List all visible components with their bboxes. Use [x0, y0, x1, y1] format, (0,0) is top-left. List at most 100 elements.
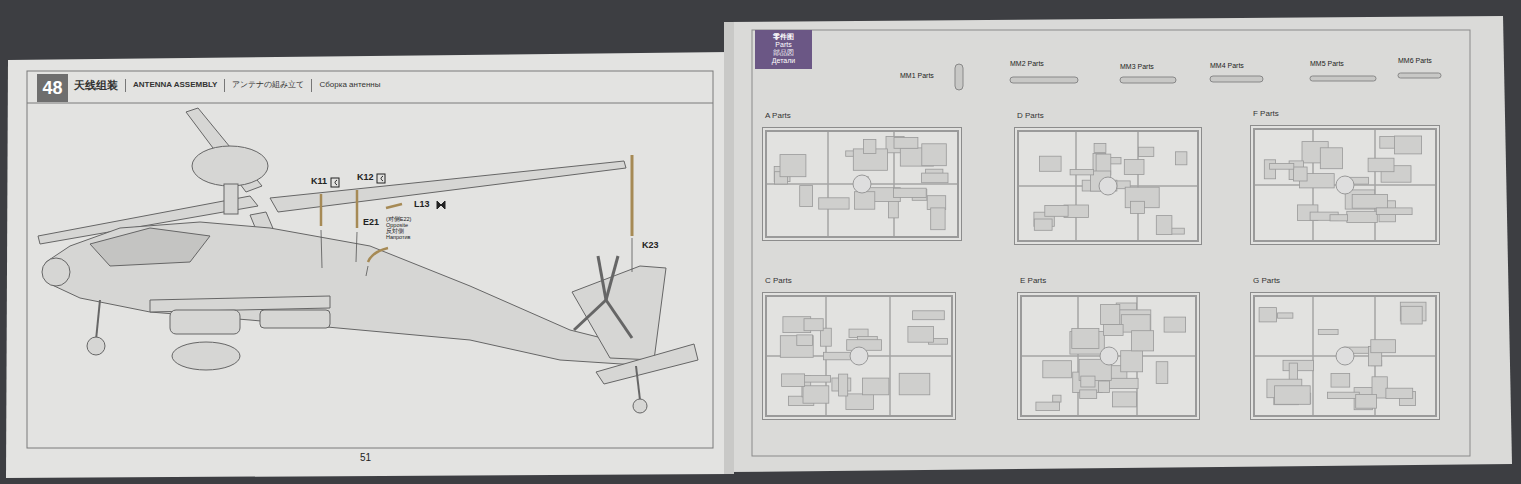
sprue-part — [1156, 216, 1172, 235]
tail-rotor — [606, 256, 618, 300]
plastic-symbol — [381, 176, 383, 181]
sprue-drawing — [763, 293, 955, 419]
bowtie-symbol — [437, 201, 445, 209]
mm-part — [1398, 73, 1441, 78]
main-gear — [96, 300, 100, 340]
part-label: MM4 Parts — [1210, 62, 1244, 70]
sprue-part — [927, 196, 946, 210]
sprue-tag — [850, 347, 868, 365]
opposite-note-line: (对侧E22) — [386, 216, 411, 222]
opposite-note-line: Напротив — [386, 234, 411, 240]
tail-fin — [572, 266, 666, 360]
sprue-frame: C Parts — [762, 292, 956, 420]
part-label: MM1 Parts — [900, 72, 934, 80]
sprue-part — [913, 311, 945, 320]
sprue-part — [863, 139, 876, 153]
sprue-part — [1070, 170, 1094, 175]
sprue-part — [1156, 362, 1168, 384]
sprue-part — [1112, 392, 1136, 407]
sprue-part — [1053, 395, 1061, 402]
sprue-drawing — [1251, 126, 1439, 244]
sprue-heading: G Parts — [1253, 277, 1280, 286]
helicopter-drawing — [38, 108, 698, 413]
tab-text: 部品図 — [759, 49, 808, 57]
nose-sensor — [42, 258, 70, 286]
header-separator — [311, 79, 312, 92]
step-frame — [27, 71, 713, 448]
sprue-part — [803, 376, 830, 383]
sprue-part — [804, 319, 823, 331]
sprue-part — [855, 192, 875, 210]
sprue-part — [1278, 313, 1293, 318]
sprue-part — [1080, 390, 1097, 399]
sprue-frame: F Parts — [1250, 125, 1440, 245]
sprue-part — [1371, 340, 1396, 353]
sprue-part — [1401, 306, 1422, 324]
sprue-part — [1094, 143, 1106, 152]
sprue-part — [1072, 329, 1099, 349]
sprue-frame: D Parts — [1014, 127, 1202, 245]
sprue-part — [1368, 158, 1394, 172]
tail-rotor — [606, 300, 632, 338]
mm-part — [1210, 76, 1263, 82]
rotor-mast — [224, 184, 238, 214]
part-label: MM2 Parts — [1010, 60, 1044, 68]
sprue-part — [1171, 228, 1184, 234]
sprue-part — [922, 173, 948, 183]
sprue-part — [1036, 402, 1060, 411]
sprue-tag — [1336, 347, 1354, 365]
callout-number: K23 — [642, 241, 659, 251]
right-page — [729, 16, 1512, 472]
sprue-part — [782, 374, 805, 387]
mm-part — [1310, 76, 1376, 81]
opposite-note-line: Opposite — [386, 222, 411, 228]
sprue-drawing — [1015, 128, 1201, 244]
sprue-tag — [1099, 177, 1117, 195]
tail-rotor — [574, 300, 606, 330]
sprue-part — [797, 335, 813, 346]
sprue-part — [1164, 317, 1186, 332]
antenna-k11 — [320, 194, 323, 226]
sprue-part — [1283, 360, 1313, 370]
sprue-part — [1330, 215, 1348, 221]
sprue-part — [1130, 201, 1144, 213]
sprue-part — [1327, 392, 1359, 398]
sprue-part — [1081, 376, 1095, 387]
tail-wheel — [633, 399, 647, 413]
main-wheel — [87, 337, 105, 355]
leader-line — [321, 230, 322, 268]
tail-rotor — [598, 256, 606, 300]
canopy — [90, 228, 210, 266]
sprue-heading: C Parts — [765, 277, 792, 286]
antenna-l13 — [386, 204, 402, 208]
rotor-blade — [270, 161, 626, 212]
sprue-tag — [1336, 176, 1354, 194]
stabilizer — [596, 344, 698, 384]
opposite-note: (对侧E22)Opposite反対側Напротив — [386, 216, 411, 240]
tab-text: Parts — [759, 41, 808, 49]
part-label: MM5 Parts — [1310, 60, 1344, 68]
parts-tab: 零件图Parts部品図Детали — [755, 30, 812, 69]
sprue-runner — [1018, 131, 1198, 241]
sprue-part — [1124, 160, 1144, 175]
plastic-symbol — [331, 178, 339, 187]
part-label: MM6 Parts — [1398, 57, 1432, 65]
step-title-translation: アンテナの組み立て — [232, 81, 304, 90]
sprue-part — [1376, 208, 1412, 215]
plastic-symbol — [377, 174, 385, 183]
antenna-parts — [321, 155, 632, 262]
callout-number: K11 — [311, 177, 327, 187]
antenna-e21 — [368, 248, 388, 262]
sprue-part — [894, 137, 918, 148]
sprue-frame: A Parts — [762, 127, 962, 241]
rocket-pod — [170, 310, 240, 334]
step-title-translation: ANTENNA ASSEMBLY — [133, 81, 217, 90]
sprue-drawing — [1018, 293, 1199, 419]
mm-part-icons — [955, 64, 1441, 90]
sprue-runner — [766, 131, 958, 237]
sprue-part — [1395, 136, 1422, 154]
part-symbols — [331, 174, 445, 209]
step-header: 天线组装ANTENNA ASSEMBLYアンテナの組み立てСборка анте… — [74, 79, 381, 92]
sprue-part — [1318, 330, 1338, 335]
tab-text: 零件图 — [759, 33, 808, 41]
